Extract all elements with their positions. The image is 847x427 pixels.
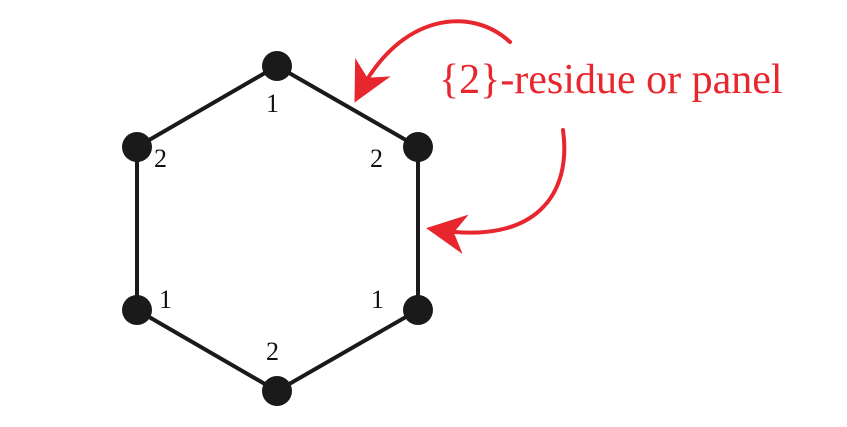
edge-lower-right-bottom <box>275 308 420 393</box>
label-upper-right: 2 <box>370 144 383 173</box>
callout-label: {2}-residue or panel <box>439 57 783 103</box>
vertex-lower-right <box>403 295 433 325</box>
vertex-top <box>262 51 292 81</box>
hexagon-edges <box>135 64 420 393</box>
callout-arrows <box>354 19 567 255</box>
edge-top-upper-right <box>275 64 420 149</box>
edge-bottom-lower-left <box>135 308 279 393</box>
label-upper-left: 2 <box>154 144 167 173</box>
vertex-lower-left <box>122 295 152 325</box>
vertex-bottom <box>262 376 292 406</box>
edge-upper-left-top <box>135 64 279 149</box>
vertex-upper-right <box>403 132 433 162</box>
label-bottom: 2 <box>266 337 279 366</box>
label-top: 1 <box>266 89 279 118</box>
hexagon-vertices <box>122 51 433 406</box>
arrow-to-right-edge <box>426 128 567 255</box>
arrow-to-top-edge <box>354 19 512 103</box>
label-lower-right: 1 <box>371 285 384 314</box>
label-lower-left: 1 <box>159 285 172 314</box>
vertex-labels: 1 2 2 1 1 2 <box>154 89 384 366</box>
vertex-upper-left <box>122 132 152 162</box>
